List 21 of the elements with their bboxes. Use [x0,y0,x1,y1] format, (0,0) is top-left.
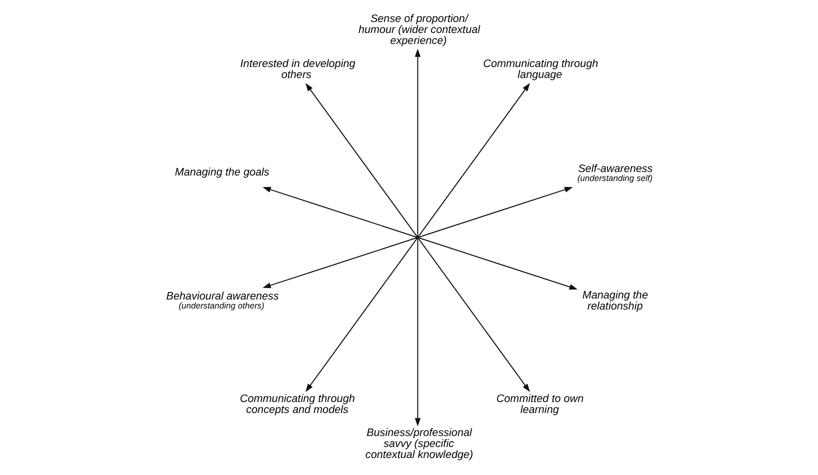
node-text: Committed to own learning [496,392,584,416]
node-text: Managing the relationship [582,289,648,312]
node-text: Sense of proportion/ humour (wider contextual experience) [358,13,480,47]
node-text: Communicating through concepts and models [240,392,355,416]
arrow [262,186,417,238]
arrow [418,83,530,237]
arrow [414,48,421,236]
arrow [414,238,421,426]
arrow [262,237,417,288]
node-text: Business/professional savvy (specific contextual knowledge) [365,427,474,461]
node-text: Self-awareness (understanding self) [577,162,653,183]
node-point [416,236,420,239]
arrow [418,186,573,238]
node-text: Communicating through language [483,58,598,81]
node-text: Behavioural awareness (understanding others) [166,290,279,311]
arrow [305,83,418,237]
arrow [418,238,530,392]
arrow [418,237,578,290]
arrow [305,238,418,392]
node-text: Managing the goals [174,166,270,179]
node-text: Interested in developing others [240,58,356,81]
